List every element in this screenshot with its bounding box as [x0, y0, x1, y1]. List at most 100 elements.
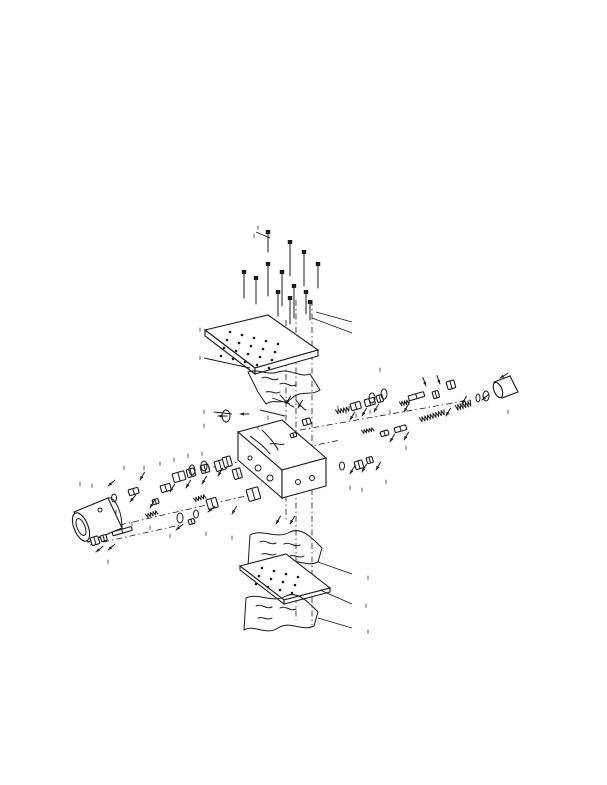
bolt: [301, 250, 307, 287]
plate-hole: [237, 341, 241, 345]
upper-gasket: [247, 370, 321, 411]
spool: [289, 432, 298, 439]
plate-hole: [240, 333, 244, 337]
plate-hole: [269, 577, 273, 581]
callout-arrow: [239, 412, 250, 416]
callout-arrow: [481, 393, 490, 401]
plate-hole: [284, 572, 288, 576]
callout-arrow: [139, 471, 145, 481]
callout-arrow: [445, 407, 451, 417]
plate-hole: [258, 355, 262, 359]
spool: [205, 496, 219, 510]
bolt: [241, 270, 247, 299]
lower-separator-plate: [238, 553, 332, 606]
o-ring: [200, 460, 208, 472]
spring: [335, 406, 350, 415]
callout-arrow: [373, 403, 379, 413]
spool: [221, 455, 233, 468]
plate-hole: [234, 349, 238, 353]
spring: [399, 398, 410, 407]
plate-hole: [252, 336, 256, 340]
spool: [111, 526, 133, 537]
callout-arrow: [349, 411, 355, 421]
o-ring: [111, 493, 117, 503]
callout-arrow: [422, 377, 427, 387]
bolt: [265, 262, 271, 297]
callout-arrow: [403, 403, 409, 413]
callout-arrow: [275, 515, 281, 525]
lower-gasket-2: [243, 594, 319, 632]
upper-bolt-group: [241, 230, 321, 325]
callout-arrow: [499, 373, 509, 379]
right-end-housing: [492, 375, 519, 399]
spool: [99, 534, 108, 543]
plate-hole: [260, 566, 264, 570]
plate-hole: [272, 569, 276, 573]
callout-arrow: [169, 483, 175, 493]
callout-arrow: [201, 475, 207, 485]
spring: [418, 409, 445, 423]
callout-arrow: [289, 515, 295, 525]
spool: [171, 470, 187, 483]
o-ring: [475, 393, 481, 403]
spool: [127, 486, 140, 497]
plate-hole: [231, 357, 235, 361]
plate-hole: [290, 591, 294, 595]
plate-hole: [228, 330, 232, 334]
o-ring: [193, 509, 199, 519]
callout-arrow: [185, 479, 191, 489]
plate-hole: [267, 366, 271, 370]
callout-arrow: [349, 465, 355, 475]
callout-arrow: [217, 467, 223, 477]
callout-arrow: [403, 431, 409, 441]
spool: [445, 379, 457, 391]
o-ring: [339, 461, 345, 471]
spool: [245, 486, 262, 502]
o-ring: [176, 512, 184, 524]
callout-arrows: [95, 373, 509, 553]
callout-arrow: [389, 433, 395, 443]
spool: [393, 424, 408, 434]
bolt: [287, 240, 293, 277]
spring: [192, 494, 207, 502]
callout-arrow: [285, 395, 291, 405]
plate-hole: [219, 354, 223, 358]
o-ring: [188, 464, 196, 476]
spool: [159, 482, 172, 494]
plate-hole: [276, 342, 280, 346]
o-ring: [380, 388, 388, 400]
spool: [379, 429, 390, 438]
callout-arrow: [175, 523, 184, 531]
spool: [187, 518, 196, 526]
callout-arrow: [361, 407, 367, 417]
spool: [89, 535, 101, 547]
plate-hole: [257, 574, 261, 578]
callout-arrow: [231, 505, 237, 515]
upper-cover-plate: [203, 314, 320, 376]
main-valve-body: [236, 419, 328, 500]
callout-arrow: [436, 375, 441, 385]
plate-hole: [278, 588, 282, 592]
callout-arrow: [95, 545, 104, 553]
callout-arrow: [217, 414, 228, 418]
plate-hole: [254, 582, 258, 586]
index-marks: [79, 225, 509, 634]
bolt: [315, 262, 321, 289]
left-end-housing: [71, 497, 123, 543]
spool: [431, 390, 441, 400]
spool: [151, 498, 160, 506]
plate-hole: [249, 344, 253, 348]
plate-hole: [243, 360, 247, 364]
callout-arrow: [361, 463, 367, 473]
callout-arrow: [107, 543, 116, 551]
callout-arrow: [129, 494, 137, 503]
plate-hole: [296, 575, 300, 579]
callout-arrow: [149, 499, 155, 509]
o-ring: [482, 390, 490, 402]
bolt: [275, 290, 281, 317]
spool: [231, 467, 243, 480]
callout-arrow: [107, 479, 116, 487]
plate-hole: [222, 346, 226, 350]
plate-hole: [281, 580, 285, 584]
